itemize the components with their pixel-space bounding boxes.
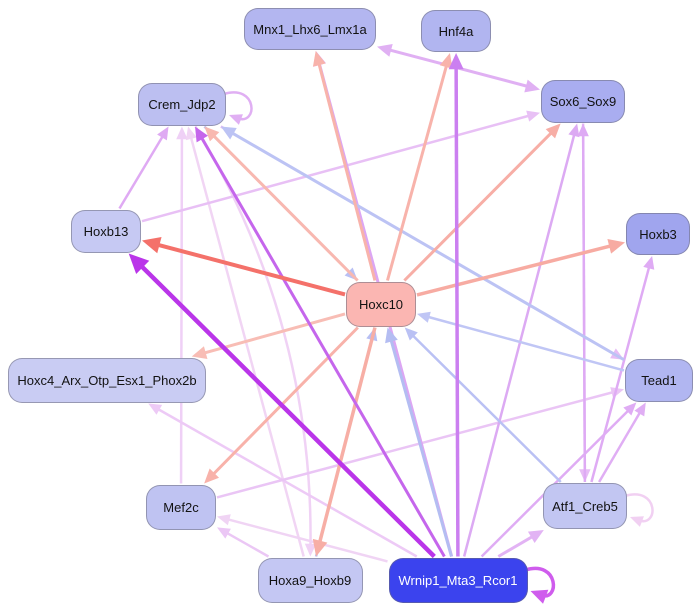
edge-wrnip1-wrnip1-arrowhead — [530, 589, 549, 604]
edge-atf1-atf1-arrowhead — [630, 516, 644, 527]
edge-hoxc10-hoxc4-arrowhead — [191, 346, 208, 359]
edge-wrnip1-hoxb13 — [137, 262, 436, 559]
edge-tead1-hoxc10-arrowhead — [417, 311, 431, 323]
edge-wrnip1-wrnip1 — [525, 566, 556, 598]
edge-wrnip1-tead1-arrowhead — [623, 402, 637, 416]
edge-hoxc10-mef2c — [210, 326, 359, 477]
edge-mef2c-crem — [179, 136, 184, 484]
node-mnx1[interactable]: Mnx1_Lhx6_Lmx1a — [244, 8, 376, 50]
edge-hoxc10-mnx1-arrowhead — [312, 51, 326, 67]
edge-hoxb13-sox6-arrowhead — [526, 110, 540, 122]
edge-wrnip1-hoxc4 — [155, 407, 418, 558]
node-hoxa9[interactable]: Hoxa9_Hoxb9 — [257, 557, 363, 603]
edge-hoxa9-mef2c — [224, 530, 270, 558]
edge-wrnip1-hoxb13-arrowhead — [128, 253, 150, 275]
edge-hoxa9-mef2c-arrowhead — [217, 527, 231, 539]
edge-wrnip1-mef2c-arrowhead — [217, 514, 231, 526]
edge-hoxc10-hoxb13-arrowhead — [142, 237, 162, 254]
edge-mef2c-crem-arrowhead — [176, 126, 188, 140]
edge-wrnip1-hoxc4-arrowhead — [148, 403, 163, 415]
edge-hoxb13-crem-arrowhead — [157, 126, 169, 141]
edge-wrnip1-mef2c — [225, 517, 388, 563]
node-hnf4a[interactable]: Hnf4a — [421, 10, 491, 52]
edge-hoxc10-hnf4a-arrowhead — [439, 53, 453, 69]
node-hoxb3[interactable]: Hoxb3 — [626, 213, 690, 255]
edge-hoxc10-hoxb13 — [154, 242, 346, 297]
edge-hoxc10-mef2c-arrowhead — [204, 468, 220, 484]
node-mef2c[interactable]: Mef2c — [146, 484, 216, 530]
node-sox6[interactable]: Sox6_Sox9 — [541, 79, 625, 123]
edge-atf1-atf1 — [624, 493, 654, 523]
edge-atf1-hoxc10 — [410, 333, 562, 483]
edge-atf1-tead1-arrowhead — [634, 402, 646, 417]
edge-wrnip1-crem — [199, 135, 446, 558]
edge-hoxa9-crem — [189, 135, 305, 557]
edge-crem-crem — [223, 91, 253, 121]
edge-atf1-hoxb3 — [590, 264, 651, 483]
edge-hoxc10-hoxc4 — [201, 312, 346, 356]
edge-sox6-mnx1-arrowhead — [524, 79, 540, 93]
edge-crem-crem-arrowhead — [229, 114, 243, 125]
edge-hoxc10-crem — [210, 133, 359, 282]
edge-wrnip1-hnf4a-arrowhead — [448, 53, 464, 70]
node-hoxc10[interactable]: Hoxc10 — [346, 281, 416, 327]
edge-wrnip1-hoxc10-arrowhead — [385, 327, 398, 344]
edge-wrnip1-atf1-arrowhead — [527, 530, 544, 544]
edge-tead1-hoxc10 — [425, 315, 625, 372]
node-tead1[interactable]: Tead1 — [625, 358, 693, 402]
edge-atf1-sox6 — [581, 133, 587, 483]
edge-sox6-mnx1-arrowhead — [377, 43, 393, 57]
edge-tead1-crem-arrowhead — [220, 126, 237, 140]
edge-hoxc10-mnx1 — [316, 61, 377, 281]
edge-wrnip1-sox6-arrowhead — [568, 123, 580, 138]
edge-tead1-crem — [229, 130, 625, 362]
edge-mef2c-tead1 — [216, 390, 616, 499]
edge-atf1-sox6-arrowhead — [577, 123, 589, 137]
node-crem[interactable]: Crem_Jdp2 — [138, 82, 226, 126]
edge-hoxc10-hnf4a — [386, 63, 449, 281]
node-hoxb13[interactable]: Hoxb13 — [71, 209, 141, 253]
edge-wrnip1-atf1 — [497, 534, 536, 558]
edge-hoxb13-sox6 — [141, 114, 532, 223]
edge-atf1-hoxc10-arrowhead — [404, 327, 418, 341]
edge-hoxc10-sox6-arrowhead — [545, 123, 561, 139]
edge-hoxc10-hoxb3-arrowhead — [607, 239, 625, 254]
edge-wrnip1-crem-arrowhead — [195, 126, 209, 143]
edge-hoxc10-sox6 — [403, 130, 555, 282]
edge-hoxc10-hoxa9 — [317, 327, 377, 546]
edge-hoxc10-hoxb3 — [416, 243, 614, 297]
edge-atf1-tead1 — [598, 410, 643, 483]
edge-hoxa9-crem-arrowhead — [185, 126, 197, 141]
edge-hoxb13-crem — [118, 134, 165, 210]
edge-wrnip1-tead1 — [480, 408, 631, 558]
node-hoxc4[interactable]: Hoxc4_Arx_Otp_Esx1_Phox2b — [8, 357, 206, 403]
edge-wrnip1-hnf4a — [454, 65, 460, 557]
node-atf1[interactable]: Atf1_Creb5 — [543, 483, 627, 529]
edge-hoxc10-crem-arrowhead — [204, 126, 220, 142]
node-wrnip1[interactable]: Wrnip1_Mta3_Rcor1 — [388, 557, 528, 603]
edge-hoxc10-hoxa9-arrowhead — [312, 538, 328, 557]
edge-crem-hoxa9-arrowhead — [304, 543, 317, 557]
edge-wrnip1-hoxc10 — [389, 337, 453, 557]
edge-atf1-hoxb3-arrowhead — [643, 256, 655, 270]
